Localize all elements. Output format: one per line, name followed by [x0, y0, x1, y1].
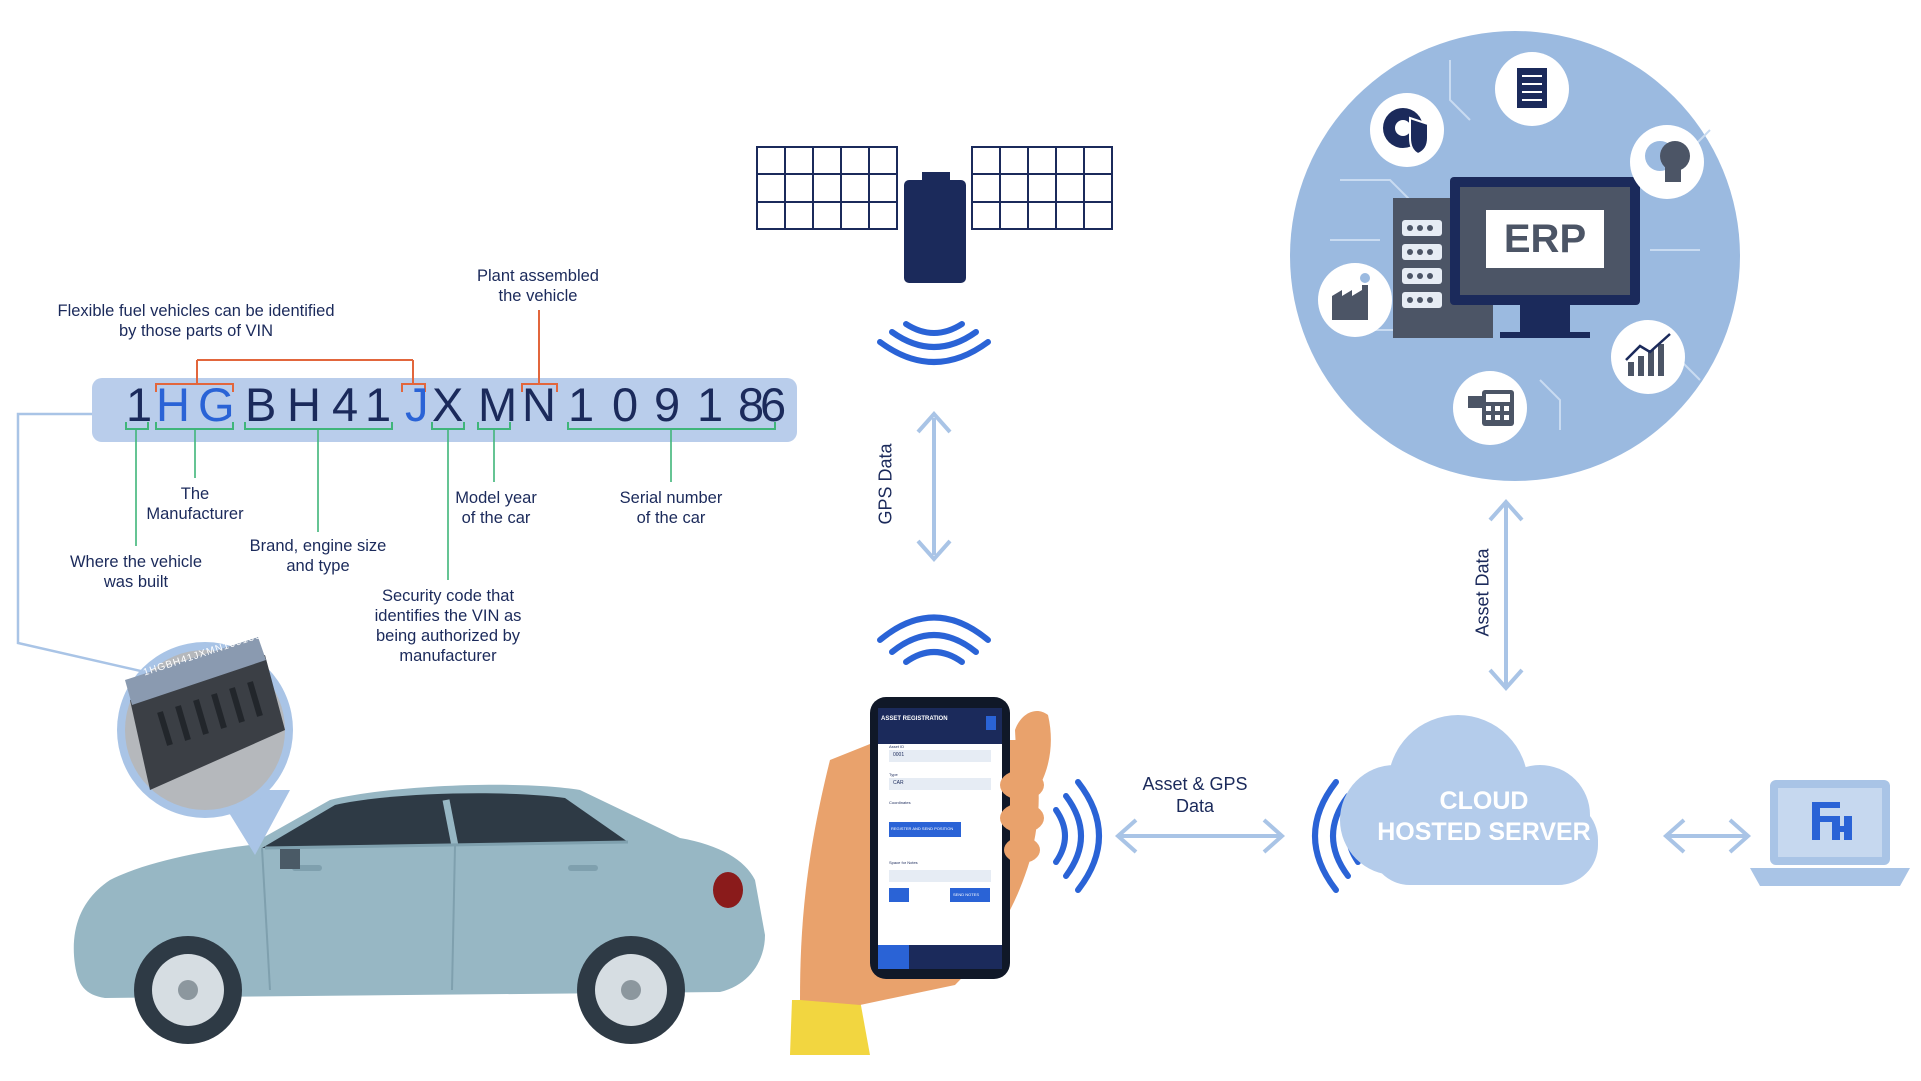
- vin-character: 1: [126, 378, 153, 431]
- coordinates-label: Coordinates: [889, 800, 911, 805]
- app-title: ASSET REGISTRATION: [881, 716, 948, 722]
- car-icon: [73, 784, 766, 1044]
- send-notes-button[interactable]: SEND NOTES: [953, 892, 980, 897]
- where-built-annotation: Where the vehicle was built: [69, 553, 203, 591]
- asset-gps-data-label: Asset & GPS Data: [1142, 774, 1248, 816]
- vin-to-plate-connector: [16, 412, 181, 682]
- erp-label: ERP: [1503, 217, 1587, 261]
- cloud-line-2: HOSTED SERVER: [1377, 818, 1591, 846]
- cloud-label: CLOUD HOSTED SERVER: [1370, 786, 1598, 848]
- laptop-icon: [1750, 780, 1910, 886]
- vin-leader-lines: [135, 429, 672, 580]
- finger-overlay: [1000, 770, 1044, 863]
- calculator-icon: [1453, 371, 1527, 445]
- wifi-signal-icon: [877, 614, 991, 665]
- asset-id-label: Asset ID: [889, 744, 905, 749]
- wifi-signal-icon: [1053, 779, 1102, 893]
- vin-character: 6: [760, 378, 787, 431]
- vin-character: 8: [738, 378, 765, 431]
- vin-character: H: [287, 378, 321, 431]
- vin-character: 4: [332, 378, 359, 431]
- vin-character: 1: [697, 378, 724, 431]
- magnifier-icon: [117, 637, 293, 855]
- cloud-laptop-arrow: [1662, 818, 1752, 854]
- vin-character: G: [198, 378, 235, 431]
- plant-bracket: [521, 310, 558, 392]
- vin-character: X: [432, 378, 464, 431]
- gps-data-label: GPS Data: [875, 443, 896, 525]
- factory-icon: [1318, 263, 1392, 337]
- vin-plate: [92, 378, 797, 442]
- cloud-icon: [1340, 715, 1598, 885]
- satellite-icon: [756, 146, 1113, 230]
- vin-character: 1: [365, 378, 392, 431]
- wifi-signal-icon: [877, 321, 991, 365]
- asset-id-field[interactable]: 0001: [893, 752, 905, 758]
- register-button[interactable]: REGISTER AND SEND POSITION: [891, 826, 954, 831]
- asset-gps-arrow: [1114, 818, 1286, 854]
- vin-character: J: [405, 378, 429, 431]
- growth-chart-icon: [1611, 320, 1685, 394]
- manufacturer-annotation: The Manufacturer: [146, 485, 244, 523]
- erp-monitor-icon: [1450, 177, 1640, 338]
- vin-character: N: [522, 378, 556, 431]
- gps-arrow: [916, 410, 952, 563]
- smartphone-icon: [870, 697, 1010, 979]
- serial-annotation: Serial number of the car: [619, 489, 723, 527]
- plant-annotation: Plant assembled the vehicle: [477, 267, 599, 305]
- type-select[interactable]: CAR: [893, 780, 904, 786]
- satellite-body: [904, 172, 966, 283]
- asset-data-arrow: [1488, 498, 1524, 692]
- type-label: Type: [889, 772, 898, 777]
- model-year-annotation: Model year of the car: [455, 489, 537, 527]
- asset-data-label: Asset Data: [1472, 548, 1493, 637]
- vin-character: H: [156, 378, 190, 431]
- vin-character: 1: [568, 378, 595, 431]
- flex-fuel-annotation: Flexible fuel vehicles can be identified…: [57, 302, 335, 340]
- security-annotation: Security code that identifies the VIN as…: [374, 587, 522, 665]
- vin-character: B: [245, 378, 277, 431]
- flex-fuel-bracket: [155, 359, 426, 392]
- vin-character: 9: [654, 378, 681, 431]
- vin-character: 0: [612, 378, 639, 431]
- vin-character: M: [478, 378, 518, 431]
- document-icon: [1495, 52, 1569, 126]
- notes-label: Space for Notes: [889, 860, 918, 865]
- brand-annotation: Brand, engine size and type: [249, 537, 387, 575]
- gear-shield-icon: [1370, 93, 1444, 167]
- cloud-line-1: CLOUD: [1439, 787, 1529, 815]
- people-icon: [1630, 125, 1704, 199]
